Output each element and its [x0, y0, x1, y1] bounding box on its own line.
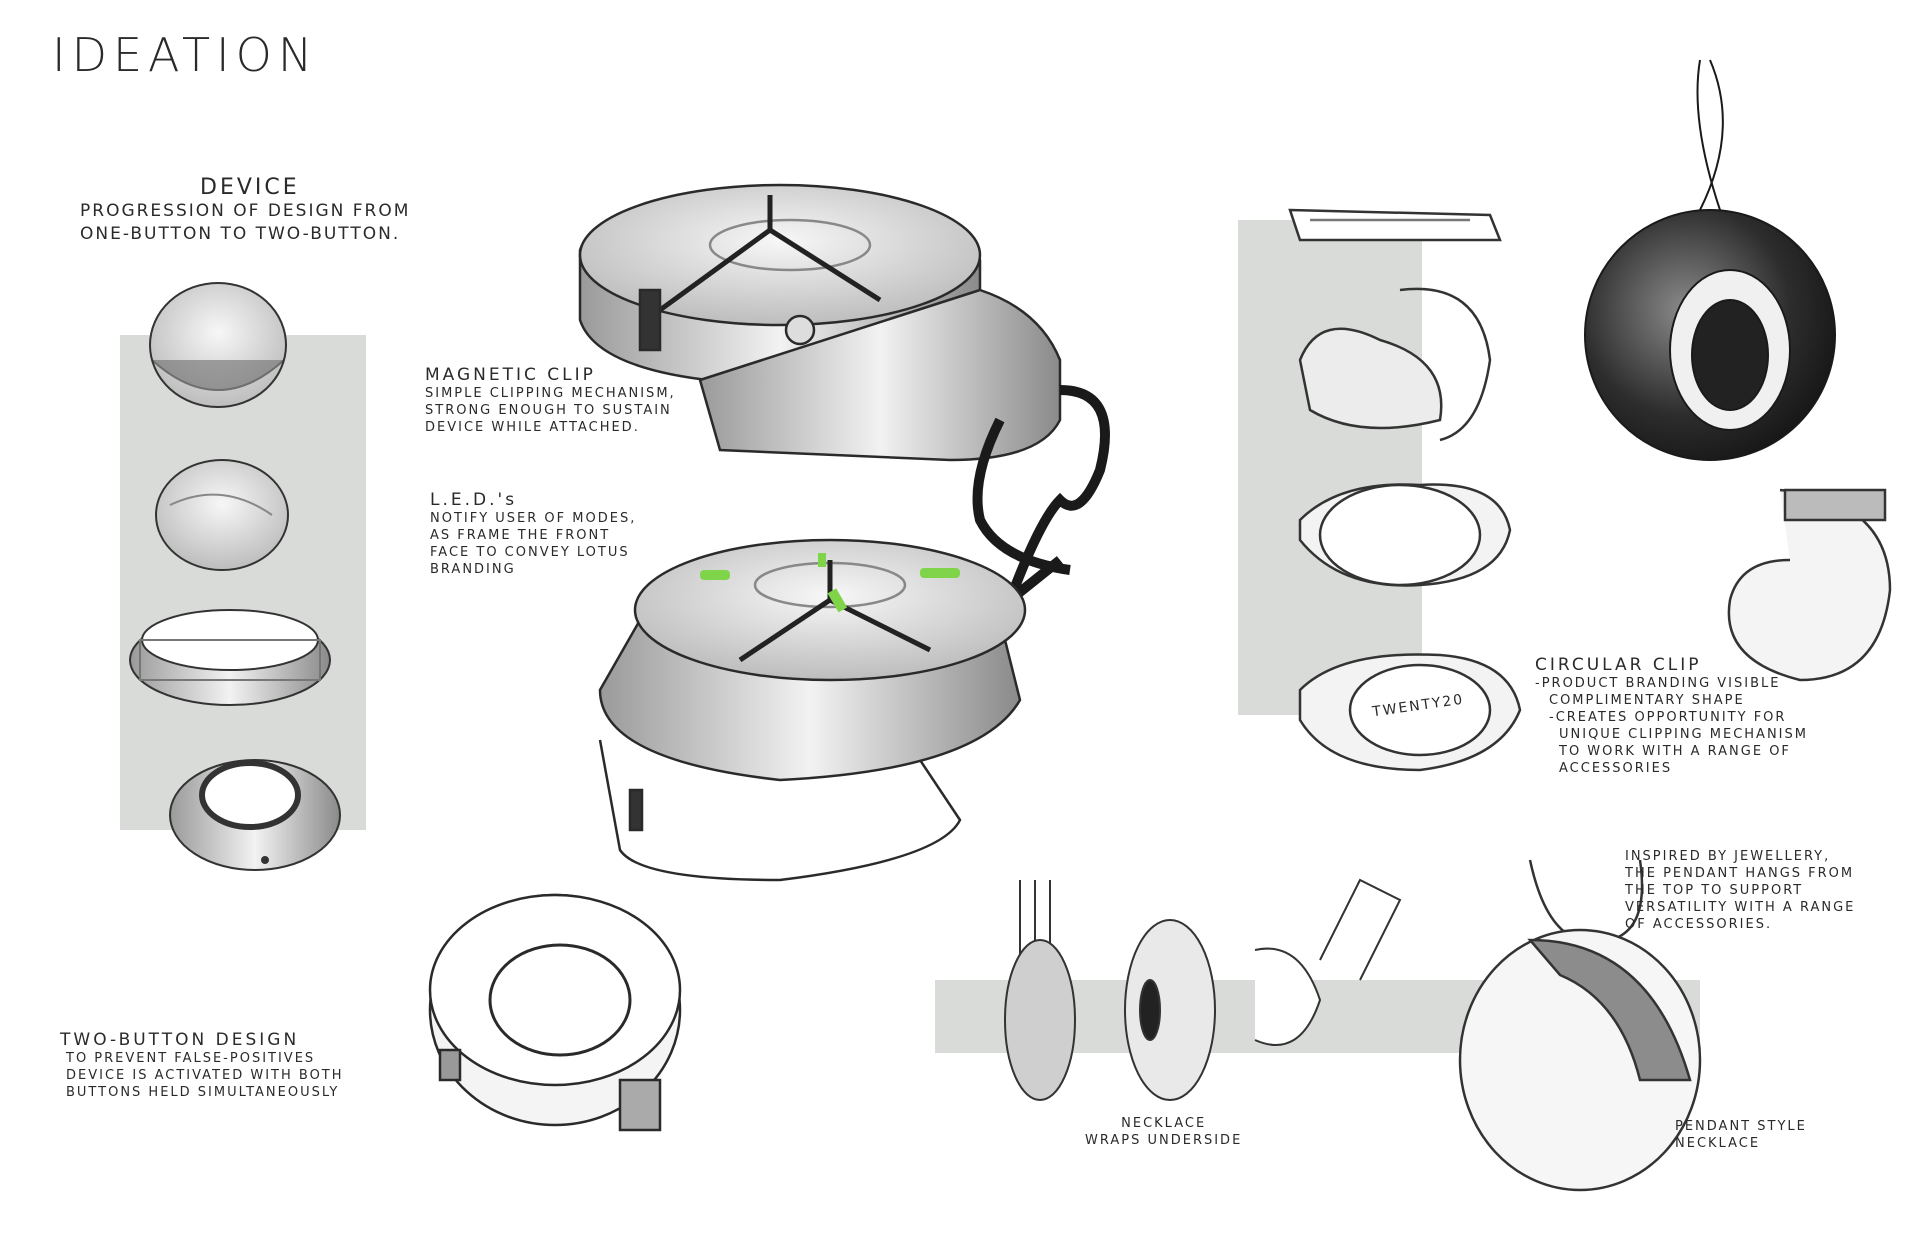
clip-stage-2	[1298, 287, 1492, 442]
device-line: ONE-BUTTON TO TWO-BUTTON.	[80, 224, 401, 244]
leds-line: AS FRAME THE FRONT	[430, 528, 611, 543]
magnetic-clip-line: DEVICE WHILE ATTACHED.	[425, 420, 640, 435]
circular-clip-line: UNIQUE CLIPPING MECHANISM	[1559, 727, 1808, 742]
necklace-line: WRAPS UNDERSIDE	[1085, 1133, 1243, 1148]
device-panel	[120, 335, 366, 830]
circular-clip-annotation: CIRCULAR CLIP -PRODUCT BRANDING VISIBLE …	[1535, 655, 1808, 777]
necklace-sketches	[1004, 878, 1402, 1101]
two-button-line: TO PREVENT FALSE-POSITIVES	[66, 1051, 316, 1066]
pendant-line: NECKLACE	[1675, 1136, 1761, 1151]
pendant-line: PENDANT STYLE	[1675, 1119, 1807, 1134]
circular-clip-line: -PRODUCT BRANDING VISIBLE	[1535, 676, 1781, 691]
jewellery-line: OF ACCESSORIES.	[1625, 917, 1773, 932]
jewellery-line: VERSATILITY WITH A RANGE	[1625, 900, 1856, 915]
device-heading: DEVICE	[200, 175, 300, 200]
clip-stage-1	[1288, 208, 1502, 242]
jewellery-line: THE TOP TO SUPPORT	[1625, 883, 1804, 898]
device-notes: PROGRESSION OF DESIGN FROM ONE-BUTTON TO…	[80, 200, 410, 246]
two-button-annotation: TWO-BUTTON DESIGN TO PREVENT FALSE-POSIT…	[60, 1030, 344, 1101]
leds-annotation: L.E.D.'s NOTIFY USER OF MODES, AS FRAME …	[430, 490, 636, 578]
leds-line: NOTIFY USER OF MODES,	[430, 511, 637, 526]
device-line: PROGRESSION OF DESIGN FROM	[80, 201, 411, 221]
necklace-line: NECKLACE	[1121, 1116, 1207, 1131]
two-button-line: DEVICE IS ACTIVATED WITH BOTH	[66, 1068, 344, 1083]
leds-line: BRANDING	[430, 562, 516, 577]
circular-clip-line: -CREATES OPPORTUNITY FOR	[1549, 710, 1787, 725]
magnetic-clip-annotation: MAGNETIC CLIP SIMPLE CLIPPING MECHANISM,…	[425, 365, 676, 436]
pendant-annotation: PENDANT STYLE NECKLACE	[1675, 1118, 1807, 1152]
device-two-button	[428, 893, 682, 1132]
magnetic-clip-line: STRONG ENOUGH TO SUSTAIN	[425, 403, 672, 418]
necklace-annotation: NECKLACE WRAPS UNDERSIDE	[1085, 1115, 1242, 1149]
device-stage-2	[155, 459, 289, 571]
leds-notes: NOTIFY USER OF MODES, AS FRAME THE FRONT…	[430, 510, 636, 578]
device-stage-3	[129, 609, 331, 706]
two-button-notes: TO PREVENT FALSE-POSITIVES DEVICE IS ACT…	[60, 1050, 344, 1101]
device-leds	[598, 538, 1027, 882]
page-title: IDEATION	[52, 28, 319, 82]
two-button-line: BUTTONS HELD SIMULTANEOUSLY	[66, 1085, 340, 1100]
pendant-dark	[1584, 59, 1836, 461]
device-stage-1	[149, 282, 287, 408]
device-annotation: DEVICE PROGRESSION OF DESIGN FROM ONE-BU…	[80, 175, 410, 246]
circular-clip-line: ACCESSORIES	[1559, 761, 1673, 776]
jewellery-annotation: INSPIRED BY JEWELLERY, THE PENDANT HANGS…	[1625, 848, 1855, 933]
magnetic-clip-heading: MAGNETIC CLIP	[425, 365, 596, 385]
pendant-style-necklace	[1458, 859, 1702, 1192]
circular-clip-heading: CIRCULAR CLIP	[1535, 655, 1702, 675]
clip-stage-3	[1298, 483, 1512, 587]
jewellery-line: INSPIRED BY JEWELLERY,	[1625, 849, 1831, 864]
ring-clip	[1727, 488, 1892, 682]
leds-line: FACE TO CONVEY LOTUS	[430, 545, 630, 560]
clip-stage-4	[1298, 653, 1522, 772]
clip-panel	[1238, 220, 1422, 715]
device-magnetic-clip	[578, 183, 1110, 616]
two-button-heading: TWO-BUTTON DESIGN	[60, 1030, 300, 1050]
magnetic-clip-notes: SIMPLE CLIPPING MECHANISM, STRONG ENOUGH…	[425, 385, 676, 436]
leds-heading: L.E.D.'s	[430, 490, 518, 510]
device-stage-4	[169, 759, 341, 871]
circular-clip-line: TO WORK WITH A RANGE OF	[1559, 744, 1791, 759]
circular-clip-line: COMPLIMENTARY SHAPE	[1549, 693, 1745, 708]
magnetic-clip-line: SIMPLE CLIPPING MECHANISM,	[425, 386, 676, 401]
jewellery-line: THE PENDANT HANGS FROM	[1625, 866, 1855, 881]
circular-clip-notes: -PRODUCT BRANDING VISIBLE COMPLIMENTARY …	[1535, 675, 1808, 777]
